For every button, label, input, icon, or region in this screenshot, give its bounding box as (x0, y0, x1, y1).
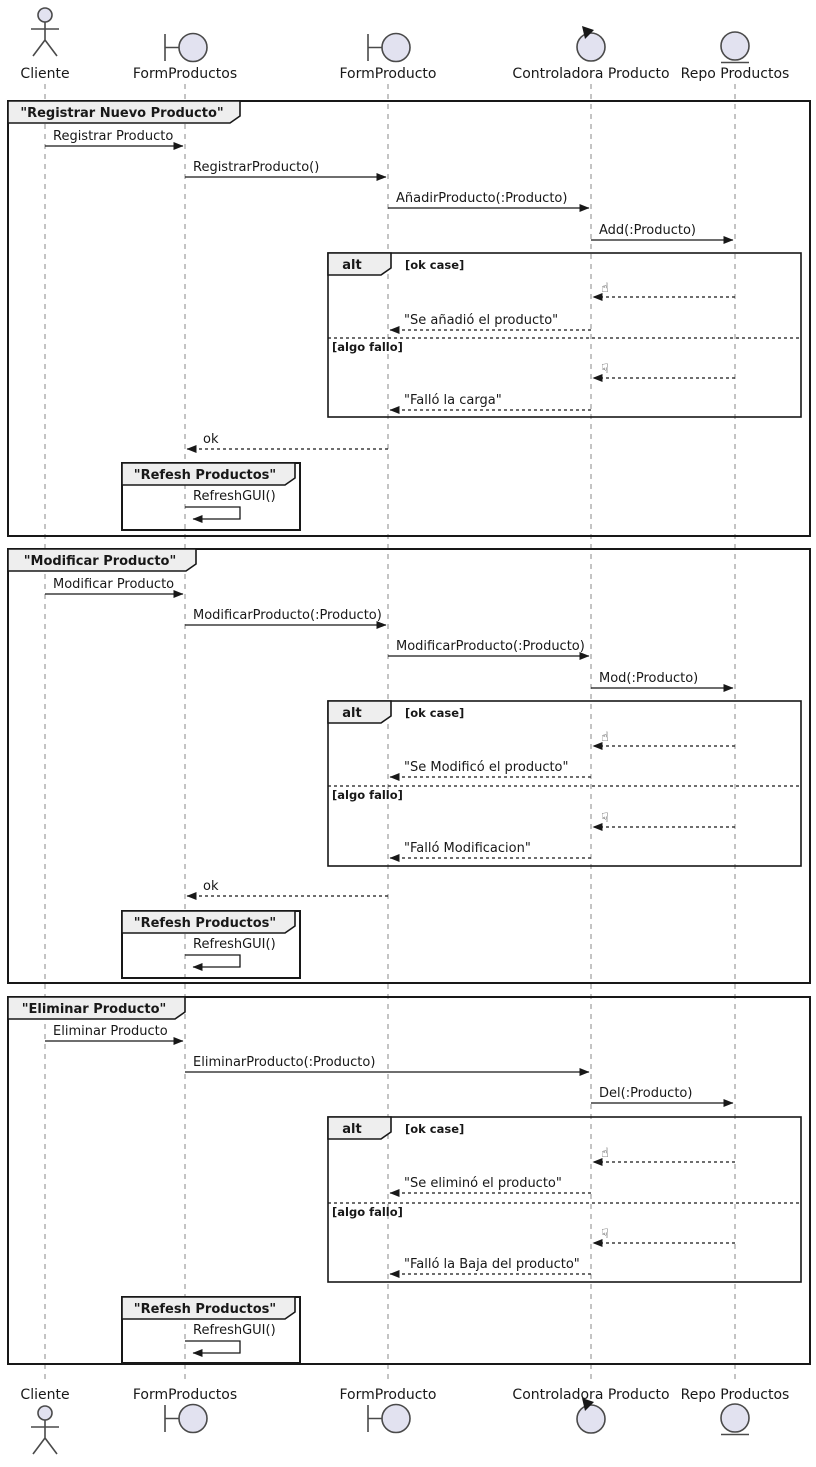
participant-label-cliente: Cliente (20, 1387, 69, 1403)
self-message-label: RefreshGUI() (193, 489, 276, 504)
alt-border (327, 252, 802, 418)
boundary-icon (164, 1403, 208, 1434)
alt-label: alt (342, 1122, 361, 1137)
alt-tab (327, 700, 392, 724)
return-label: ok (203, 432, 219, 447)
frame-title: "Modificar Producto" (24, 554, 177, 569)
thumbs-down-icon: ☟ (601, 1227, 609, 1242)
alt-border (327, 700, 802, 867)
participants-bottom: Cliente FormProductos FormProducto Contr… (20, 1387, 790, 1455)
participant-label-repo: Repo Productos (681, 1387, 790, 1403)
alt-fragment: alt [ok case] ☝ "Se añadió el producto" … (327, 252, 802, 418)
group-refresh: "Refesh Productos" RefreshGUI() (121, 462, 301, 531)
group-refresh: "Refesh Productos" RefreshGUI() (121, 1296, 301, 1364)
self-message-arrow (185, 1340, 241, 1357)
alt-tab (327, 1116, 392, 1140)
participant-label-cliente: Cliente (20, 66, 69, 82)
alt-guard-fail: [algo fallo] (332, 1205, 403, 1219)
participant-label-formproducto: FormProducto (340, 1387, 437, 1403)
alt-guard-ok: [ok case] (405, 706, 464, 720)
message-label: Del(:Producto) (599, 1086, 692, 1101)
actor-icon (31, 1405, 59, 1455)
lifelines (44, 84, 736, 1384)
self-message-arrow (185, 954, 241, 971)
message-label: Eliminar Producto (53, 1024, 168, 1039)
thumbs-down-icon: ☟ (601, 362, 609, 377)
actor-icon (31, 7, 59, 57)
return-label: "Falló Modificacion" (404, 841, 531, 856)
alt-guard-fail: [algo fallo] (332, 340, 403, 354)
frame-border (7, 548, 811, 984)
message-label: Modificar Producto (53, 577, 174, 592)
entity-icon (720, 1403, 750, 1436)
frame-eliminar: "Eliminar Producto" Eliminar Producto El… (7, 996, 811, 1365)
message-label: ModificarProducto(:Producto) (396, 639, 585, 654)
alt-label: alt (342, 706, 361, 721)
participant-label-repo: Repo Productos (681, 66, 790, 82)
thumbs-down-icon: ☟ (601, 811, 609, 826)
return-label: "Se eliminó el producto" (404, 1176, 562, 1191)
message-label: Add(:Producto) (599, 223, 696, 238)
participant-label-controladora: Controladora Producto (512, 66, 669, 82)
self-message-label: RefreshGUI() (193, 937, 276, 952)
group-title: "Refesh Productos" (134, 1302, 276, 1317)
alt-fragment: alt [ok case] ☝ "Se eliminó el producto"… (327, 1116, 802, 1283)
thumbs-up-icon: ☝ (601, 730, 609, 745)
thumbs-up-icon: ☝ (601, 1146, 609, 1161)
frame-border (7, 100, 811, 537)
boundary-icon (367, 1403, 411, 1434)
control-icon (576, 26, 606, 62)
alt-label: alt (342, 258, 361, 273)
message-label: Registrar Producto (53, 129, 173, 144)
message-label: AñadirProducto(:Producto) (396, 191, 567, 206)
boundary-icon (164, 32, 208, 63)
alt-guard-ok: [ok case] (405, 1122, 464, 1136)
message-label: RegistrarProducto() (193, 160, 319, 175)
frame-title-tab (7, 100, 241, 124)
alt-border (327, 1116, 802, 1283)
thumbs-up-icon: ☝ (601, 281, 609, 296)
return-label: "Se Modificó el producto" (404, 760, 569, 775)
alt-tab (327, 252, 392, 276)
entity-icon (720, 31, 750, 64)
participant-label-formproducto: FormProducto (340, 66, 437, 82)
group-refresh: "Refesh Productos" RefreshGUI() (121, 910, 301, 979)
alt-fragment: alt [ok case] ☝ "Se Modificó el producto… (327, 700, 802, 867)
group-title: "Refesh Productos" (134, 468, 276, 483)
frame-title: "Registrar Nuevo Producto" (20, 106, 223, 121)
return-label: "Se añadió el producto" (404, 313, 558, 328)
return-label: "Falló la carga" (404, 393, 502, 408)
alt-guard-ok: [ok case] (405, 258, 464, 272)
return-label: "Falló la Baja del producto" (404, 1257, 580, 1272)
frame-border (7, 996, 811, 1365)
frame-title-tab (7, 996, 186, 1020)
group-title-tab (121, 462, 296, 486)
self-message-label: RefreshGUI() (193, 1323, 276, 1338)
frame-registrar: "Registrar Nuevo Producto" Registrar Pro… (7, 100, 811, 537)
message-label: ModificarProducto(:Producto) (193, 608, 382, 623)
frame-title: "Eliminar Producto" (22, 1002, 167, 1017)
group-title-tab (121, 1296, 296, 1320)
participant-label-formproductos: FormProductos (133, 1387, 237, 1403)
alt-guard-fail: [algo fallo] (332, 788, 403, 802)
participant-label-controladora: Controladora Producto (512, 1387, 669, 1403)
return-label: ok (203, 879, 219, 894)
boundary-icon (367, 32, 411, 63)
self-message-arrow (185, 506, 241, 523)
frame-title-tab (7, 548, 197, 572)
participant-label-formproductos: FormProductos (133, 66, 237, 82)
message-label: EliminarProducto(:Producto) (193, 1055, 375, 1070)
group-title: "Refesh Productos" (134, 916, 276, 931)
control-icon (576, 1398, 606, 1434)
group-title-tab (121, 910, 296, 934)
message-label: Mod(:Producto) (599, 671, 698, 686)
frame-modificar: "Modificar Producto" Modificar Producto … (7, 548, 811, 984)
participants-top: Cliente FormProductos FormProducto Contr… (20, 7, 790, 82)
